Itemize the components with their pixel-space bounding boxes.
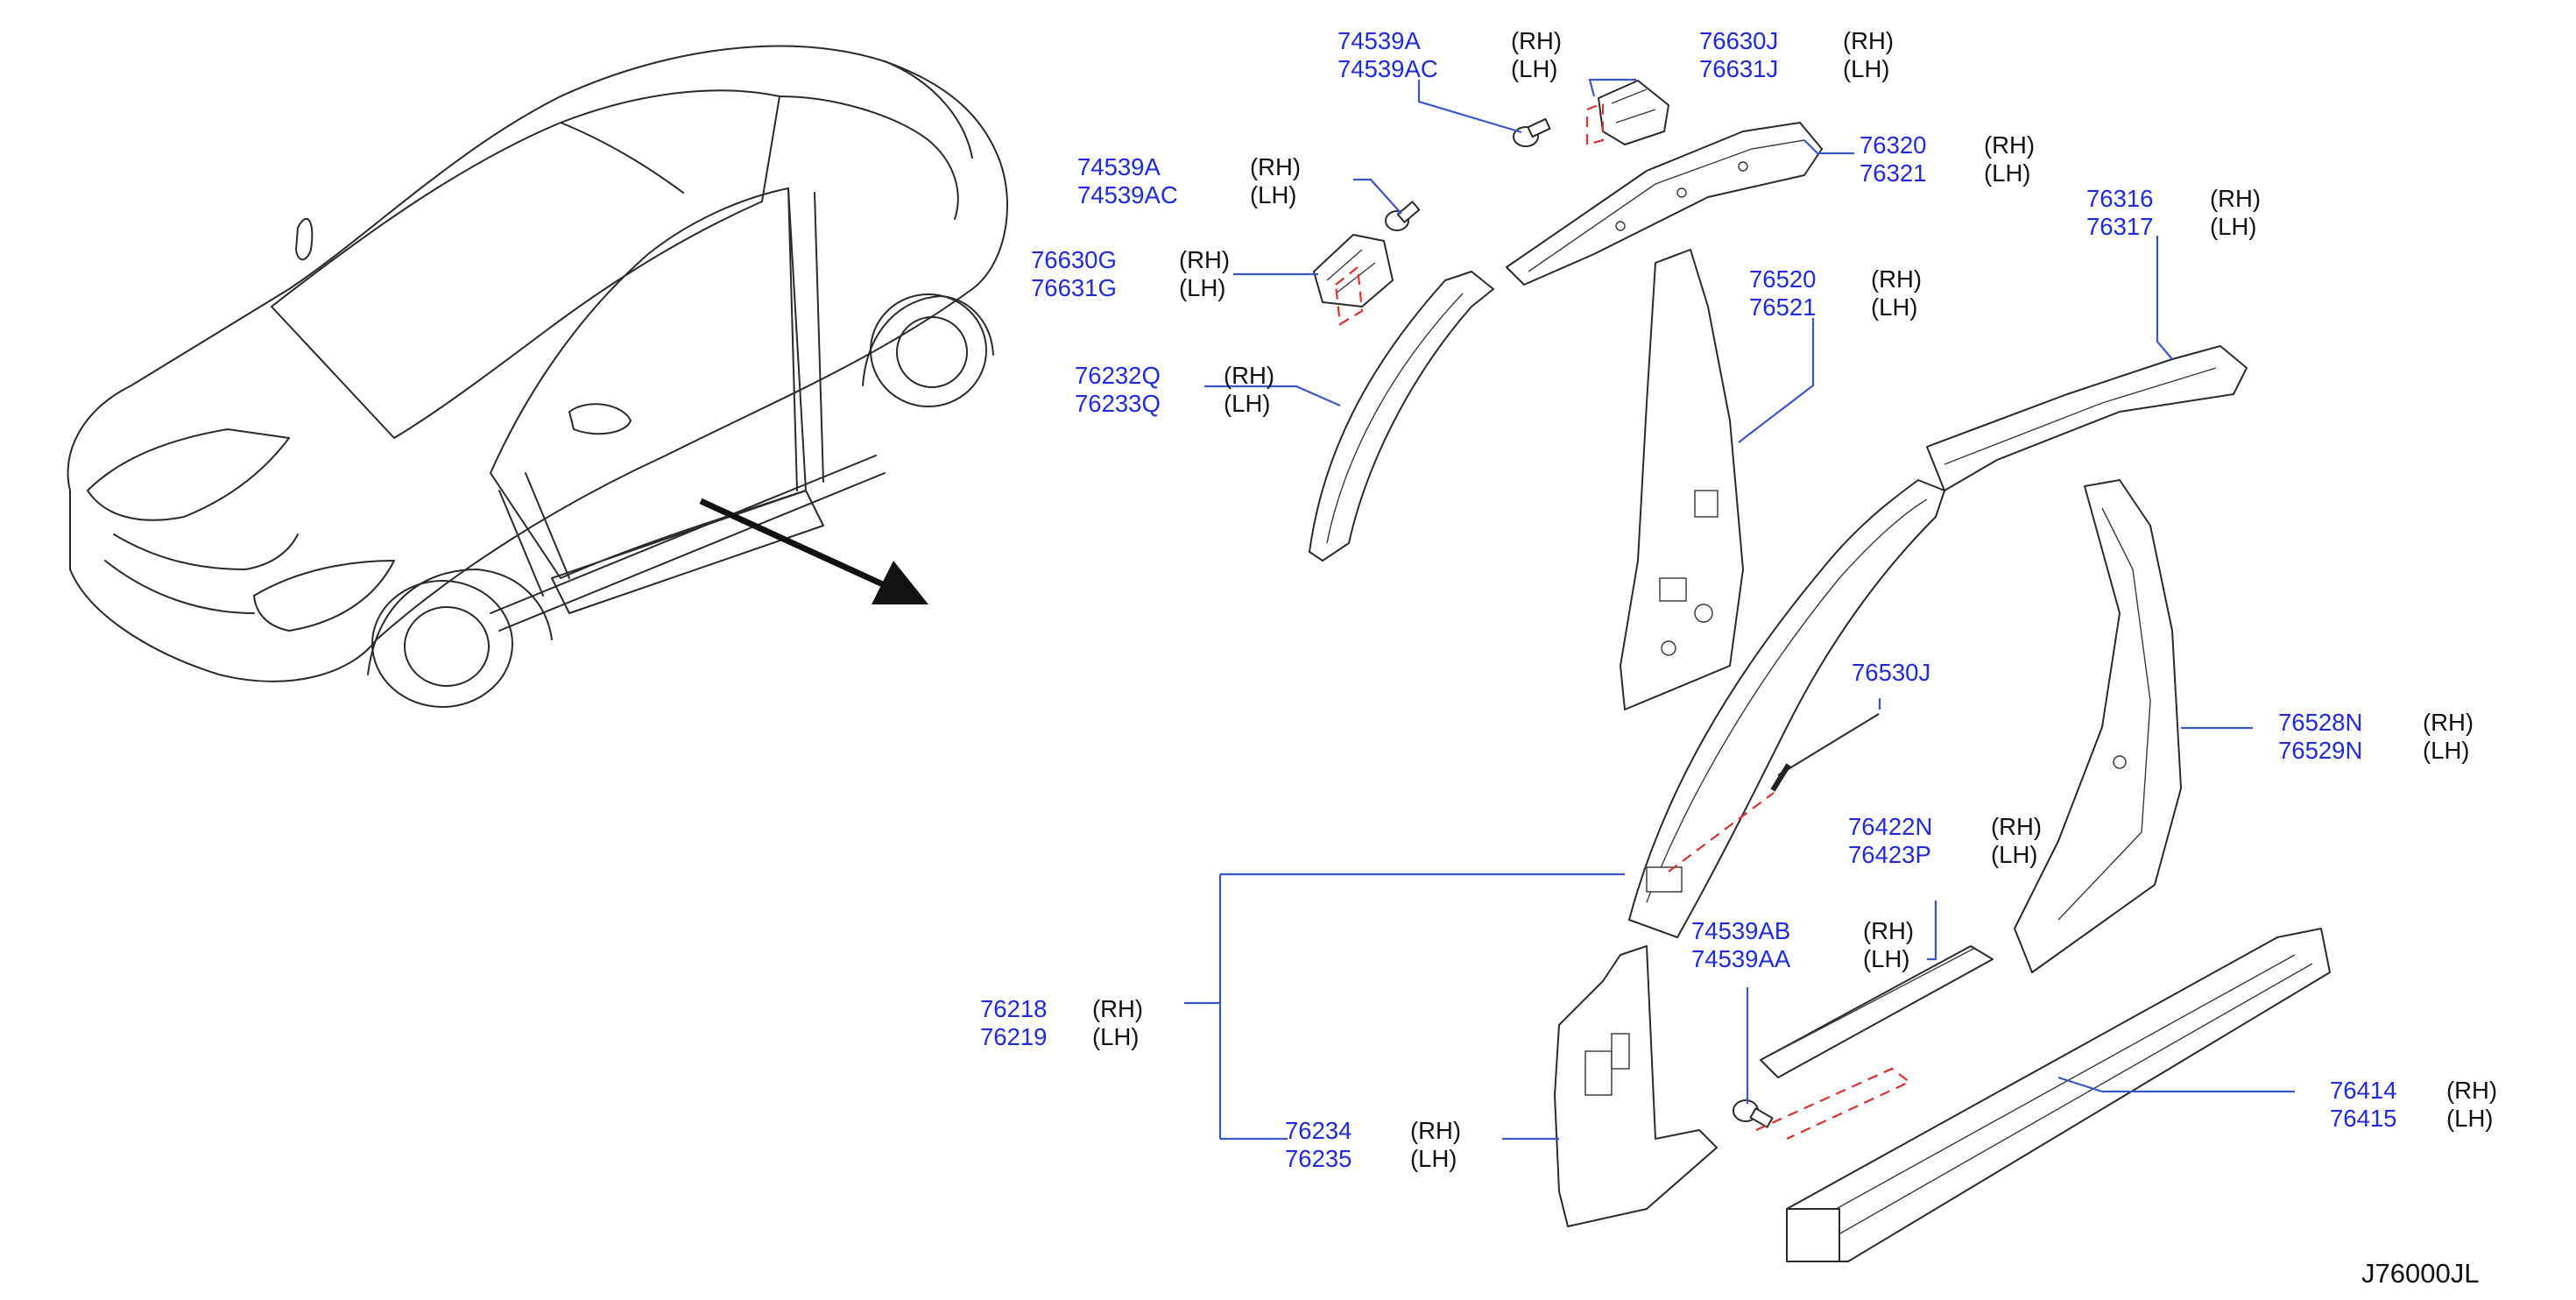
part-number: 76218: [980, 995, 1047, 1022]
part-number: 76235: [1285, 1145, 1352, 1172]
part-number: 76630J: [1699, 27, 1778, 54]
part-number: 76234: [1285, 1117, 1352, 1144]
direction-arrow: [699, 498, 928, 604]
callout-76520-76521: 76520 76521 (RH) (LH): [1749, 265, 1922, 321]
rear-pillar-76528n: [2014, 479, 2182, 973]
part-number: 76631J: [1699, 55, 1778, 82]
side-label: (LH): [1511, 55, 1557, 82]
side-label: (LH): [1250, 181, 1296, 208]
side-label: (RH): [1991, 813, 2042, 840]
roof-rail-76316: [1926, 345, 2248, 491]
part-number: 76219: [980, 1023, 1047, 1050]
side-label: (LH): [1179, 274, 1225, 301]
part-number: 76232Q: [1075, 362, 1161, 389]
front-pillar-76218: [1628, 479, 1945, 938]
side-label: (LH): [1092, 1023, 1139, 1050]
bracket-76630g: [1313, 234, 1394, 326]
side-label: (LH): [1863, 945, 1909, 972]
side-label: (RH): [1092, 995, 1143, 1022]
side-label: (RH): [2446, 1077, 2497, 1104]
side-label: (LH): [2446, 1105, 2493, 1132]
side-label: (RH): [2423, 709, 2474, 736]
part-number: 76529N: [2278, 737, 2362, 764]
part-number: 76321: [1860, 159, 1926, 187]
callout-76234-76235: 76234 76235 (RH) (LH): [1285, 1117, 1461, 1172]
side-label: (RH): [1179, 246, 1230, 273]
side-label: (RH): [2210, 185, 2261, 212]
side-label: (LH): [2210, 213, 2256, 240]
part-number: 76423P: [1848, 841, 1931, 868]
diagram-code: J76000JL: [2361, 1258, 2479, 1289]
roof-side-rail-76232q: [1309, 271, 1494, 562]
bracket-76630j: [1585, 80, 1669, 146]
bolt-74539a-second: [1385, 201, 1421, 231]
part-number: 76630G: [1031, 246, 1117, 273]
callout-76414-76415: 76414 76415 (RH) (LH): [2330, 1077, 2497, 1132]
sill-reinforcement-76422n: [1760, 945, 1994, 1078]
callout-76422n-76423p: 76422N 76423P (RH) (LH): [1848, 813, 2042, 868]
callout-76232q-76233q: 76232Q 76233Q (RH) (LH): [1075, 362, 1274, 417]
side-label: (RH): [1843, 27, 1894, 54]
callout-76320-76321: 76320 76321 (RH) (LH): [1860, 131, 2035, 187]
roof-rail-76320: [1506, 122, 1823, 286]
callout-76530j: 76530J: [1852, 659, 1930, 686]
side-label: (LH): [1224, 390, 1270, 417]
callout-76528n-76529n: 76528N 76529N (RH) (LH): [2278, 709, 2474, 764]
part-number: 76631G: [1031, 274, 1117, 301]
lower-pillar-76234: [1554, 945, 1718, 1227]
sill-outer-76414: [1786, 928, 2331, 1262]
vehicle-illustration: [67, 45, 1008, 708]
side-label: (LH): [1871, 293, 1917, 321]
part-number: 76316: [2086, 185, 2153, 212]
callout-74539ab-74539aa: 74539AB 74539AA (RH) (LH): [1691, 917, 1914, 972]
side-label: (RH): [1984, 131, 2035, 159]
side-label: (RH): [1871, 265, 1922, 293]
rod-76530j: [1770, 713, 1880, 792]
side-label: (LH): [1984, 159, 2030, 187]
callout-74539a-74539ac-second: 74539A 74539AC (RH) (LH): [1077, 153, 1301, 208]
side-label: (LH): [1991, 841, 2037, 868]
b-pillar-inner-76520: [1620, 249, 1744, 710]
part-number: 76528N: [2278, 709, 2362, 736]
callout-76316-76317: 76316 76317 (RH) (LH): [2086, 185, 2261, 240]
callout-76630j-76631j: 76630J 76631J (RH) (LH): [1699, 27, 1894, 82]
bolt-74539a-top: [1513, 117, 1551, 147]
callout-76218-76219: 76218 76219 (RH) (LH): [980, 995, 1143, 1050]
part-number: 76414: [2330, 1077, 2396, 1104]
part-number: 76521: [1749, 293, 1816, 321]
part-number: 74539AB: [1691, 917, 1790, 944]
part-number: 74539AC: [1077, 181, 1178, 208]
part-number: 76520: [1749, 265, 1816, 293]
side-label: (RH): [1863, 917, 1914, 944]
part-number: 76233Q: [1075, 390, 1161, 417]
part-number: 74539A: [1077, 153, 1161, 180]
side-label: (LH): [1410, 1145, 1457, 1172]
part-number: 76415: [2330, 1105, 2396, 1132]
part-number: 74539AC: [1337, 55, 1438, 82]
part-number: 76320: [1860, 131, 1926, 159]
bolt-74539ab: [1733, 1099, 1774, 1128]
part-number: 76530J: [1852, 659, 1930, 686]
part-number: 74539AA: [1691, 945, 1791, 972]
part-number: 76317: [2086, 213, 2153, 240]
leader-lines: [1184, 78, 2295, 1141]
part-number: 74539A: [1337, 27, 1421, 54]
part-number: 76422N: [1848, 813, 1932, 840]
side-label: (LH): [2423, 737, 2469, 764]
side-label: (RH): [1511, 27, 1562, 54]
side-label: (RH): [1410, 1117, 1461, 1144]
side-label: (RH): [1250, 153, 1301, 180]
callout-74539a-74539ac-top: 74539A 74539AC (RH) (LH): [1337, 27, 1562, 82]
side-label: (RH): [1224, 362, 1274, 389]
side-label: (LH): [1843, 55, 1889, 82]
assembly-dashes: [1668, 792, 1912, 1140]
callout-76630g-76631g: 76630G 76631G (RH) (LH): [1031, 246, 1230, 301]
